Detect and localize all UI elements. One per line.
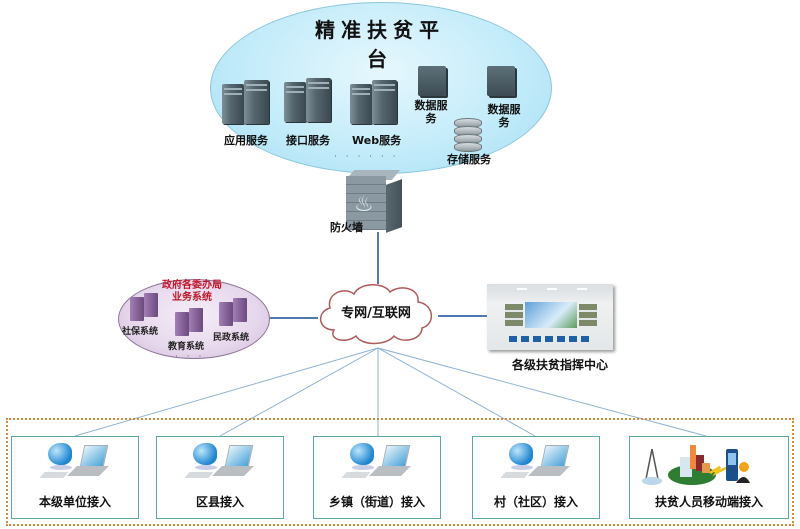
service-label-app: 应用服务 (224, 134, 268, 147)
fan-link-5 (377, 347, 707, 437)
service-label-web: Web服务 (352, 134, 402, 147)
network-label: 专网/互联网 (341, 306, 411, 321)
access-box-village: 村（社区）接入 (472, 436, 600, 519)
pc-laptop-icon (341, 443, 414, 483)
cloud-icon (320, 284, 432, 345)
fan-link-1 (74, 347, 379, 437)
server-pair-icon (350, 80, 405, 126)
firewall-label: 防火墙 (330, 221, 363, 234)
access-label: 扶贫人员移动端接入 (654, 495, 763, 509)
command-center-label: 各级扶贫指挥中心 (511, 358, 608, 372)
access-box-town: 乡镇（街道）接入 (313, 436, 441, 519)
access-box-district: 区县接入 (156, 436, 284, 519)
mobile-access-icon (642, 445, 750, 485)
government-title-line2: 业务系统 (172, 292, 212, 303)
database-server-icon (487, 66, 515, 96)
access-box-mobile: 扶贫人员移动端接入 (629, 436, 789, 519)
system-label-social-security: 社保系统 (122, 327, 159, 337)
access-zone (6, 418, 794, 526)
access-label: 乡镇（街道）接入 (328, 495, 425, 509)
pc-laptop-icon (500, 443, 573, 483)
access-label: 本级单位接入 (38, 495, 111, 509)
access-label: 村（社区）接入 (493, 495, 578, 509)
more-systems-ellipsis: · · · (175, 352, 205, 362)
access-label: 区县接入 (195, 495, 244, 509)
server-pair-icon (222, 80, 277, 126)
server-pair-icon (284, 78, 339, 124)
civil-affairs-server-icon (219, 298, 249, 326)
platform-title: 精准扶贫平台 (315, 18, 445, 71)
fan-link-2 (219, 347, 379, 437)
social-security-server-icon (130, 293, 160, 321)
pc-laptop-icon (39, 443, 112, 483)
government-title-line1: 政府各委办局 (162, 280, 222, 291)
database-server-icon (418, 66, 446, 96)
storage-label: 存储服务 (447, 153, 491, 166)
education-server-icon (175, 308, 205, 336)
firewall-icon: ♨ (342, 168, 404, 233)
command-center-icon (487, 284, 613, 350)
data-service-label-2: 数据服务 (487, 103, 521, 129)
storage-icon (452, 116, 486, 152)
access-box-local-unit: 本级单位接入 (11, 436, 139, 519)
more-services-ellipsis: · · · · · · (334, 152, 399, 162)
pc-laptop-icon (184, 443, 257, 483)
service-label-interface: 接口服务 (286, 134, 330, 147)
data-service-label-1: 数据服务 (414, 99, 448, 125)
system-label-civil-affairs: 民政系统 (213, 333, 250, 343)
fan-link-4 (377, 347, 536, 437)
system-label-education: 教育系统 (168, 342, 205, 352)
